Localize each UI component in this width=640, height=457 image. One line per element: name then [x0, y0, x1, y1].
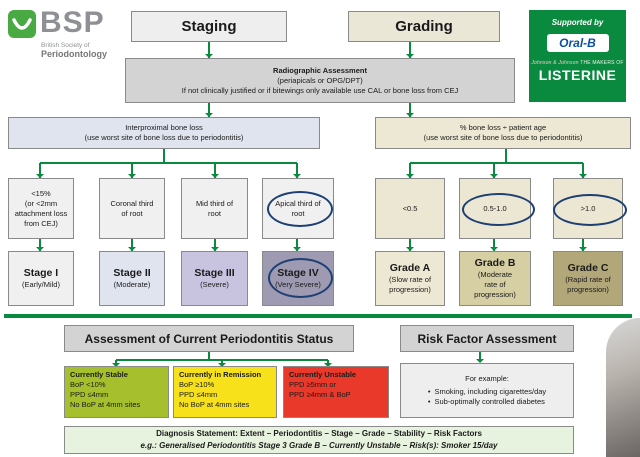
check-icon: [12, 18, 32, 30]
grade-name: Grade C: [567, 261, 609, 274]
oral-b-logo: Oral-B: [546, 34, 609, 52]
grade-desc: progression): [389, 284, 431, 294]
bone-age-note: (use worst site of bone loss due to peri…: [423, 133, 583, 142]
highlight-ellipse: [462, 193, 535, 226]
grade-c-box: Grade C (Rapid rate of progression): [553, 251, 623, 306]
status-remission: Currently in Remission BoP ≥10% PPD ≤4mm…: [173, 366, 277, 418]
highlight-ellipse: [268, 258, 333, 298]
risk-factor-box: For example: Smoking, including cigarett…: [400, 363, 574, 418]
logo-sub-line2: Periodontology: [41, 49, 107, 59]
radiographic-assessment-box: Radiographic Assessment (periapicals or …: [125, 58, 515, 103]
stage-3-box: Stage III (Severe): [181, 251, 248, 306]
grade-desc: progression): [474, 289, 516, 299]
grade-desc: (Rapid rate of: [565, 274, 611, 284]
criterion-line: from CEJ): [24, 218, 58, 228]
sponsor-tagline: THE MAKERS OF: [580, 60, 624, 66]
criterion-line: Coronal third: [110, 198, 154, 208]
parent-name: Johnson & Johnson: [531, 60, 579, 66]
radiographic-title: Radiographic Assessment: [273, 65, 367, 75]
status-line: No BoP at 4mm sites: [179, 400, 250, 409]
grade-name: Grade A: [389, 261, 431, 274]
criterion-line: (or <2mm: [24, 198, 58, 208]
criterion-line: <15%: [31, 188, 51, 198]
grade-desc: progression): [567, 284, 609, 294]
grade-a-box: Grade A (Slow rate of progression): [375, 251, 445, 306]
stage-desc: (Severe): [200, 279, 229, 289]
status-line: PPD ≤4mm: [179, 390, 218, 399]
highlight-ellipse: [553, 194, 627, 226]
risk-list: Smoking, including cigarettes/day Sub-op…: [428, 387, 546, 407]
interproximal-note: (use worst site of bone loss due to peri…: [84, 133, 244, 142]
stage-name: Stage III: [194, 266, 235, 279]
criterion-line: of root: [121, 208, 143, 218]
status-line: BoP ≥10%: [179, 380, 215, 389]
risk-item: Sub-optimally controlled diabetes: [428, 397, 546, 407]
assessment-header: Assessment of Current Periodontitis Stat…: [64, 325, 354, 352]
criterion-line: attachment loss: [14, 208, 68, 218]
status-line: PPD ≥4mm & BoP: [289, 390, 351, 399]
radiographic-line1: (periapicals or OPG/DPT): [277, 75, 363, 85]
status-title: Currently in Remission: [179, 370, 262, 379]
stage-2-box: Stage II (Moderate): [99, 251, 165, 306]
status-title: Currently Unstable: [289, 370, 357, 379]
section-divider: [4, 314, 632, 318]
risk-item: Smoking, including cigarettes/day: [428, 387, 546, 397]
diagnosis-example: e.g.: Generalised Periodontitis Stage 3 …: [140, 441, 498, 450]
status-line: No BoP at 4mm sites: [70, 400, 141, 409]
bsp-logo-icon: [8, 10, 36, 38]
stage-desc: (Early/Mild): [22, 279, 60, 289]
stage-desc: (Moderate): [113, 279, 151, 289]
risk-intro: For example:: [465, 374, 509, 383]
grade-b-box: Grade B (Moderate rate of progression): [459, 251, 531, 306]
grade-desc: (Slow rate of: [388, 274, 432, 284]
logo-sub-line1: British Society of: [41, 42, 90, 49]
status-title: Currently Stable: [70, 370, 128, 379]
bone-loss-age-box: % bone loss ÷ patient age (use worst sit…: [375, 117, 631, 149]
sponsor-panel: Supported by Oral-B Johnson & Johnson TH…: [529, 10, 626, 102]
status-line: BoP <10%: [70, 380, 106, 389]
grading-header: Grading: [348, 11, 500, 42]
status-stable: Currently Stable BoP <10% PPD ≤4mm No Bo…: [64, 366, 169, 418]
bsp-logo-text: BSP: [40, 6, 105, 39]
radiographic-line2: If not clinically justified or if bitewi…: [181, 85, 459, 95]
stage-name: Stage II: [113, 266, 151, 279]
supported-by-label: Supported by: [551, 18, 604, 27]
interproximal-bone-loss-box: Interproximal bone loss (use worst site …: [8, 117, 320, 149]
highlight-ellipse: [267, 191, 333, 227]
cropped-photo: [606, 318, 640, 457]
stage-name: Stage I: [23, 266, 59, 279]
criterion-line: root: [208, 208, 221, 218]
bsp-logo-subtitle: British Society of Periodontology: [41, 42, 107, 60]
bone-age-title: % bone loss ÷ patient age: [459, 123, 547, 132]
status-line: PPD ≤4mm: [70, 390, 109, 399]
staging-criterion-3: Mid third of root: [181, 178, 248, 239]
grade-desc: (Moderate: [477, 269, 513, 279]
criterion-line: Mid third of: [195, 198, 234, 208]
interproximal-title: Interproximal bone loss: [125, 123, 203, 132]
staging-header: Staging: [131, 11, 287, 42]
status-line: PPD ≥5mm or: [289, 380, 337, 389]
risk-factor-header: Risk Factor Assessment: [400, 325, 574, 352]
staging-criterion-1: <15% (or <2mm attachment loss from CEJ): [8, 178, 74, 239]
listerine-logo: LISTERINE: [538, 67, 617, 83]
grading-criterion-1: <0.5: [375, 178, 445, 239]
grade-name: Grade B: [474, 256, 516, 269]
diagnosis-title: Diagnosis Statement: Extent – Periodonti…: [156, 429, 482, 438]
diagnosis-statement-box: Diagnosis Statement: Extent – Periodonti…: [64, 426, 574, 454]
stage-1-box: Stage I (Early/Mild): [8, 251, 74, 306]
sponsor-parent: Johnson & Johnson THE MAKERS OF: [529, 60, 626, 66]
staging-criterion-2: Coronal third of root: [99, 178, 165, 239]
grade-desc: rate of: [484, 279, 506, 289]
status-unstable: Currently Unstable PPD ≥5mm or PPD ≥4mm …: [283, 366, 389, 418]
